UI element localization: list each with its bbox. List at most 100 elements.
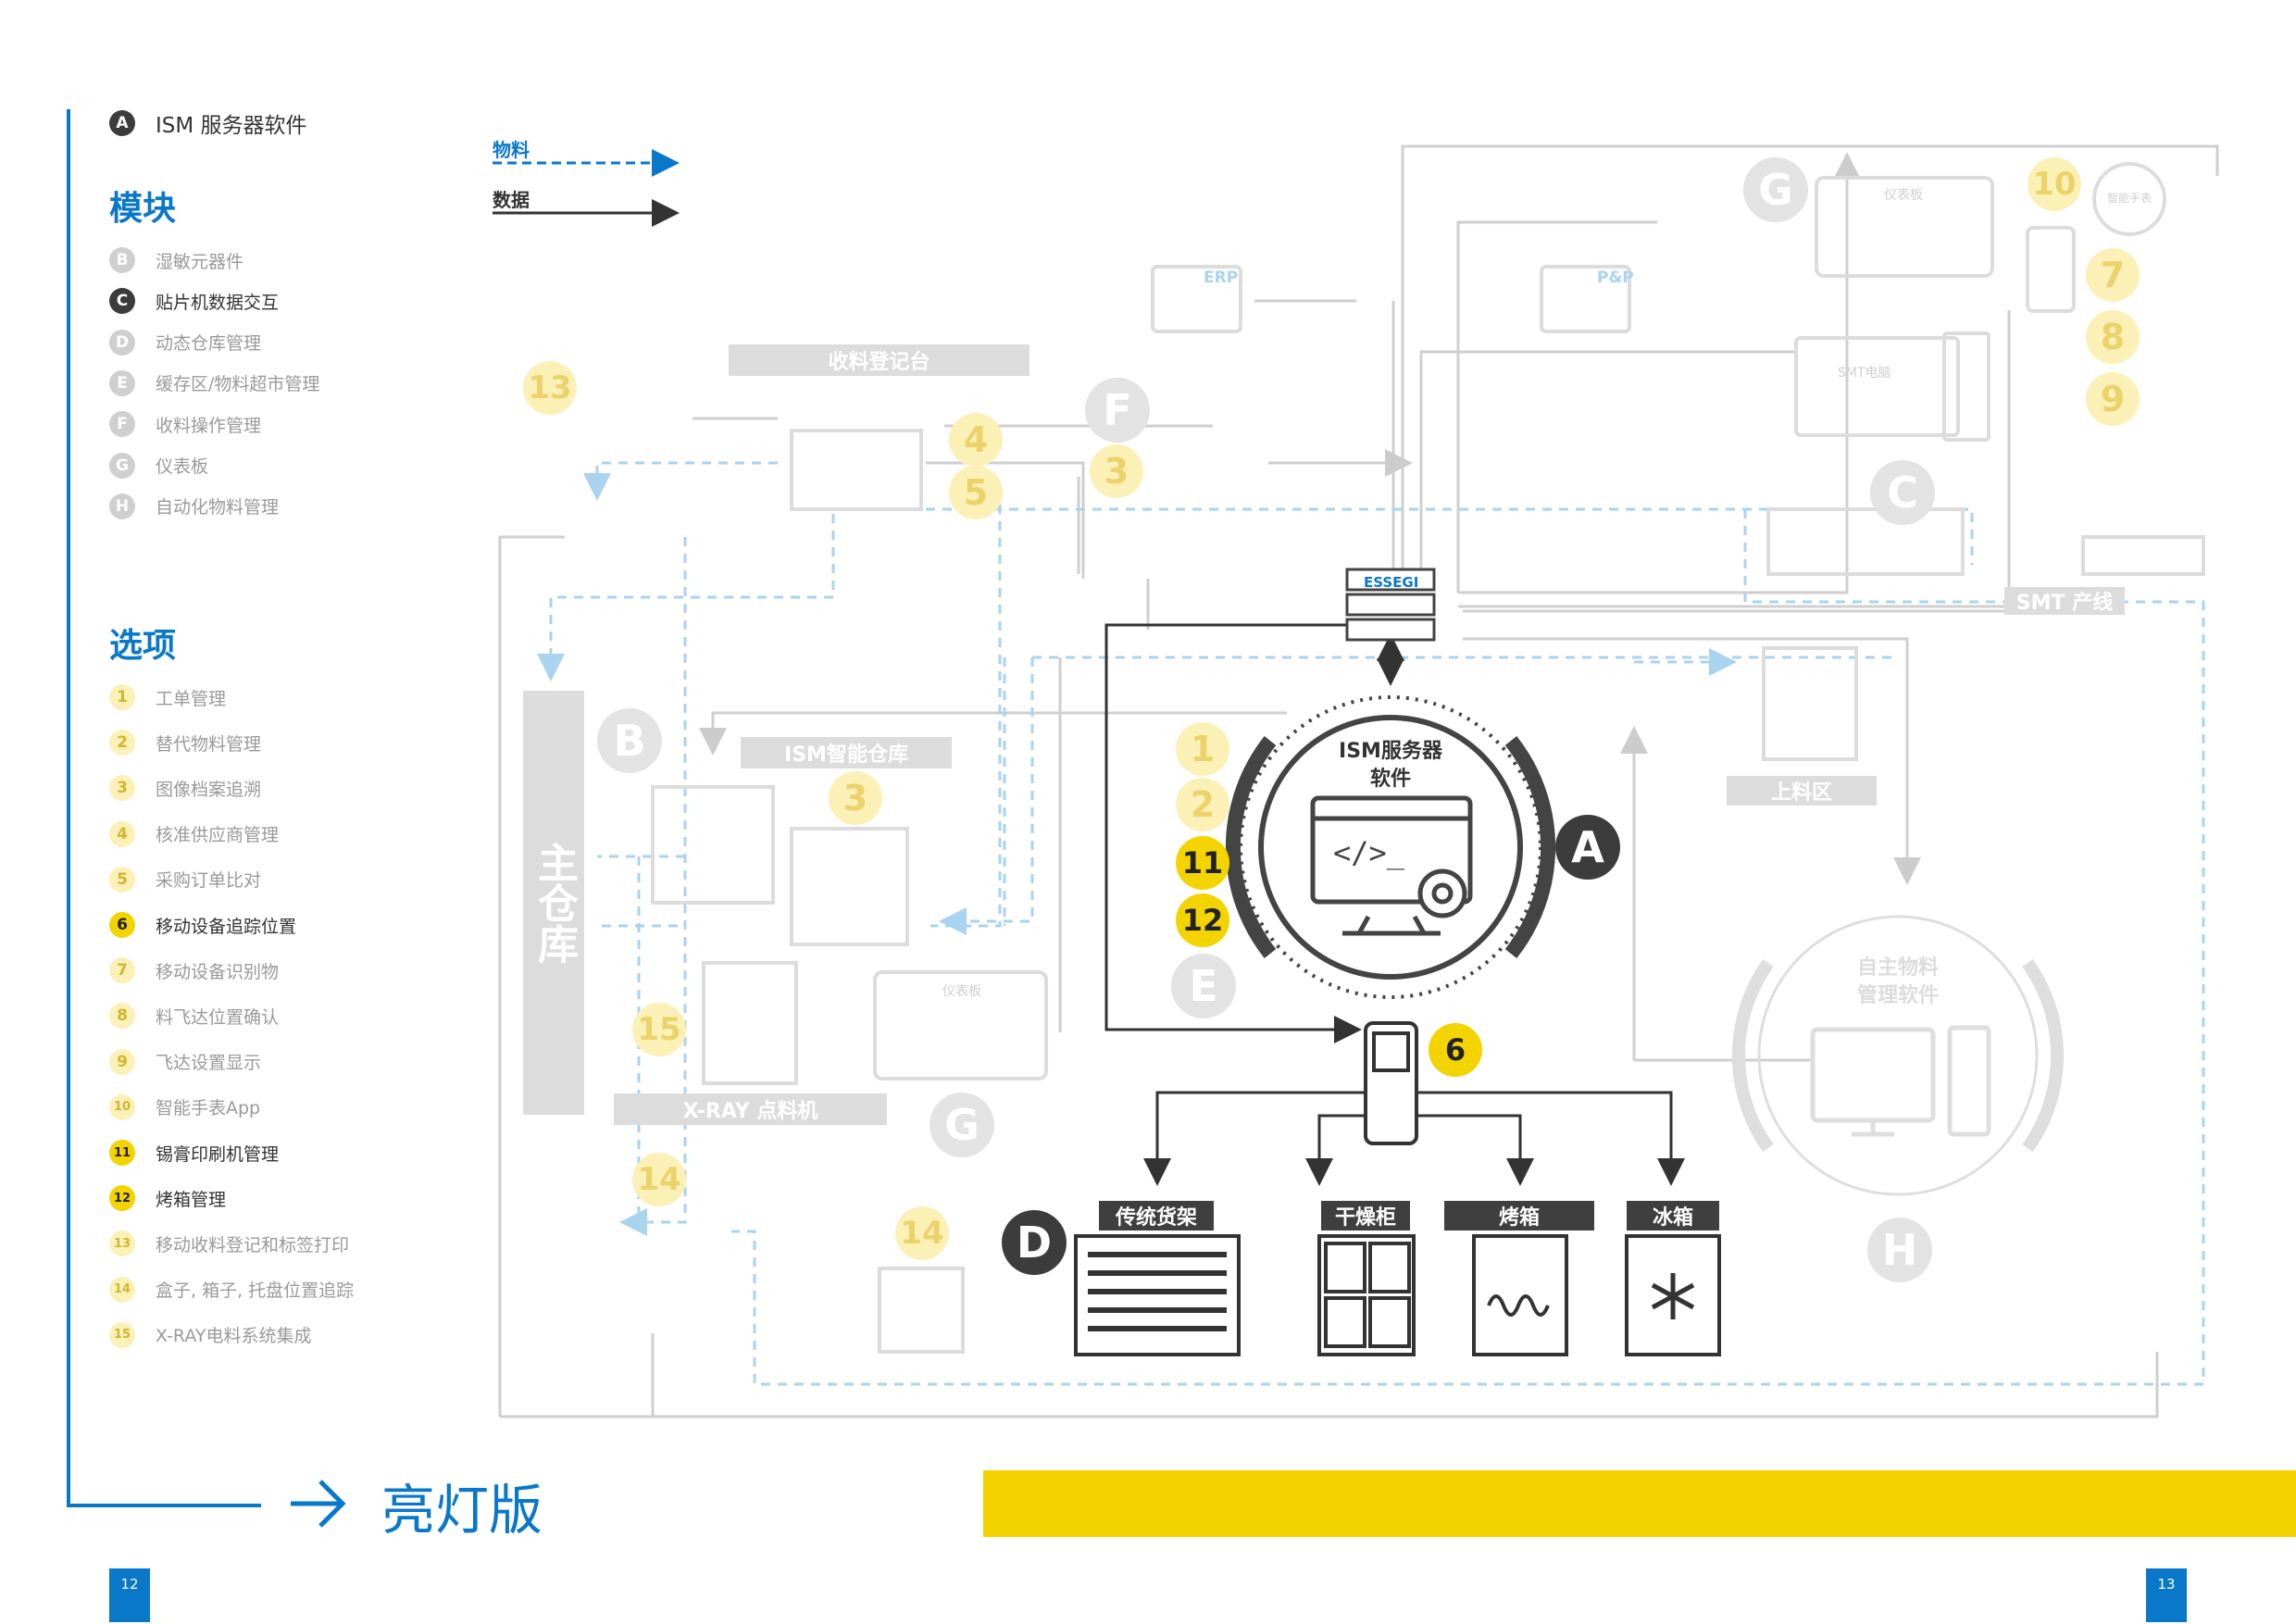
- options-item-label: 移动设备追踪位置: [156, 916, 297, 937]
- modules-item-label: 仪表板: [156, 456, 209, 477]
- options-item: 13 移动收料登记和标签打印: [109, 1228, 349, 1259]
- option-11-marker: 11: [1176, 836, 1229, 890]
- center-title-1: ISM服务器: [1339, 740, 1442, 763]
- modules-item: D 动态仓库管理: [109, 327, 261, 358]
- modules-item-badge: H: [109, 493, 135, 519]
- options-item-badge: 13: [109, 1230, 135, 1257]
- freezer-tag: 冰箱: [1627, 1201, 1719, 1230]
- smt-line-tag: SMT 产线: [2004, 587, 2125, 615]
- options-item-badge: 10: [109, 1093, 135, 1120]
- watch-label: 智能手表: [2107, 192, 2152, 205]
- options-item-label: 飞达设置显示: [156, 1053, 262, 1074]
- modules-item-badge: G: [109, 452, 135, 479]
- option-5-marker: 5: [949, 466, 1003, 519]
- auto-ring: [1731, 915, 2065, 1196]
- options-item-label: X-RAY电料系统集成: [156, 1326, 312, 1347]
- dashboard-label-bottom: 仪表板: [942, 984, 981, 999]
- options-item: 9 飞达设置显示: [109, 1046, 261, 1078]
- header-badge: A: [109, 110, 135, 136]
- xray-tag: X-RAY 点料机: [614, 1093, 887, 1125]
- yellow-band: [983, 1470, 2296, 1537]
- option-8-marker: 8: [2086, 310, 2140, 364]
- option-15-marker: 15: [632, 1003, 686, 1056]
- auto-title-2: 管理软件: [1856, 984, 1939, 1007]
- options-item-badge: 8: [109, 1003, 135, 1030]
- modules-item: G 仪表板: [109, 450, 208, 481]
- page-number-left: 12: [109, 1568, 150, 1622]
- modules-item-badge: E: [109, 369, 135, 396]
- pnp-label: P&P: [1597, 269, 1634, 287]
- options-item-badge: 2: [109, 730, 135, 756]
- options-item: 8 料飞达位置确认: [109, 1000, 279, 1031]
- erp-label: ERP: [1204, 269, 1239, 287]
- option-10-marker: 10: [2028, 157, 2081, 211]
- options-item: 5 采购订单比对: [109, 864, 261, 895]
- options-item-label: 工单管理: [156, 688, 227, 709]
- handheld-icon: [1364, 1021, 1418, 1145]
- smt-pc-label: SMT电脑: [1838, 366, 1891, 381]
- options-item-badge: 5: [109, 866, 135, 893]
- options-item-label: 核准供应商管理: [156, 825, 280, 846]
- receiving-tag: 收料登记台: [729, 344, 1029, 376]
- options-item-badge: 15: [109, 1321, 135, 1348]
- modules-item-label: 贴片机数据交互: [156, 292, 280, 313]
- svg-text:</>_: </>_: [1333, 835, 1405, 870]
- header-item: A ISM 服务器软件: [109, 107, 307, 139]
- modules-item-label: 收料操作管理: [156, 415, 262, 436]
- options-item-label: 移动设备识别物: [156, 961, 280, 982]
- module-c-marker: C: [1870, 460, 1935, 525]
- main-warehouse-tag: 主仓库: [523, 691, 584, 1115]
- options-heading: 选项: [109, 627, 177, 665]
- footer-rule: [67, 1504, 261, 1507]
- options-item: 2 替代物料管理: [109, 727, 261, 758]
- option-2-marker: 2: [1176, 778, 1229, 831]
- options-item: 11 锡膏印刷机管理: [109, 1137, 279, 1168]
- arrow-right-icon: [287, 1476, 348, 1535]
- options-item-label: 采购订单比对: [156, 870, 262, 892]
- module-b-marker: B: [597, 708, 662, 773]
- options-item-label: 料飞达位置确认: [156, 1006, 280, 1028]
- option-9-marker: 9: [2086, 372, 2140, 426]
- modules-item-label: 动态仓库管理: [156, 333, 262, 355]
- shelf-tag: 传统货架: [1099, 1201, 1214, 1230]
- options-item-label: 移动收料登记和标签打印: [156, 1234, 350, 1255]
- options-item-label: 盒子, 箱子, 托盘位置追踪: [156, 1280, 355, 1302]
- options-item-label: 智能手表App: [156, 1098, 261, 1119]
- options-item-label: 替代物料管理: [156, 733, 262, 755]
- page-number-right: 13: [2146, 1568, 2187, 1622]
- options-item-label: 烤箱管理: [156, 1189, 227, 1210]
- options-item: 7 移动设备识别物: [109, 955, 279, 986]
- options-item-badge: 11: [109, 1140, 135, 1166]
- options-item: 10 智能手表App: [109, 1092, 260, 1123]
- options-item-badge: 1: [109, 684, 135, 710]
- options-item: 15 X-RAY电料系统集成: [109, 1319, 312, 1351]
- options-item: 14 盒子, 箱子, 托盘位置追踪: [109, 1274, 354, 1305]
- module-f-marker: F: [1085, 378, 1150, 443]
- options-item-badge: 14: [109, 1276, 135, 1303]
- options-item-badge: 7: [109, 957, 135, 984]
- modules-item-label: 自动化物料管理: [156, 497, 280, 518]
- module-g-marker-bottom: G: [930, 1093, 994, 1157]
- option-14-marker-left: 14: [632, 1153, 686, 1206]
- option-3-marker-mid: 3: [829, 771, 882, 825]
- option-14-marker-right: 14: [895, 1206, 949, 1260]
- module-a-marker: A: [1555, 815, 1620, 880]
- option-3-marker-top: 3: [1090, 444, 1143, 498]
- modules-item-badge: D: [109, 329, 135, 356]
- dashboard-label-top: 仪表板: [1884, 188, 1923, 203]
- options-item-label: 锡膏印刷机管理: [156, 1143, 280, 1165]
- options-item-badge: 3: [109, 775, 135, 802]
- options-item-badge: 9: [109, 1048, 135, 1075]
- sidebar-rule: [67, 109, 70, 1507]
- server-icon: [1345, 568, 1436, 642]
- option-7-marker: 7: [2086, 248, 2140, 302]
- module-d-marker: D: [1002, 1210, 1067, 1275]
- module-e-marker: E: [1171, 954, 1236, 1018]
